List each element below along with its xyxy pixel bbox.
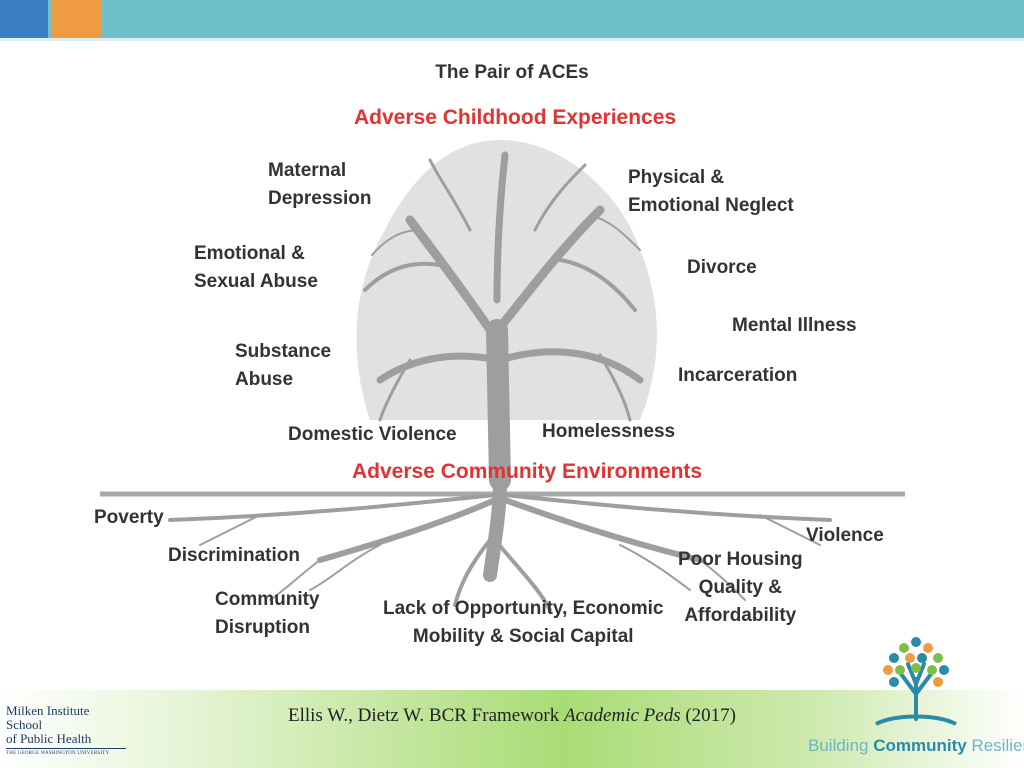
label-divorce: Divorce	[687, 257, 757, 278]
label-discrimination: Discrimination	[168, 545, 300, 566]
milken-logo: Milken Institute School of Public Health…	[6, 704, 126, 756]
label-lack-of-opportunity: Lack of Opportunity, Economic Mobility &…	[383, 598, 664, 647]
label-mental-illness: Mental Illness	[732, 315, 857, 336]
header-square-blue	[0, 0, 48, 38]
community-heading: Adverse Community Environments	[352, 460, 703, 483]
label-community-disruption: Community Disruption	[215, 589, 320, 638]
label-substance-abuse: Substance Abuse	[235, 341, 332, 390]
tree-roots	[168, 473, 832, 612]
label-maternal-depression: Maternal Depression	[268, 160, 372, 209]
label-poverty: Poverty	[94, 507, 164, 528]
tree-canopy	[356, 140, 657, 420]
header-bar	[0, 0, 1024, 38]
tree-branches	[363, 151, 644, 491]
label-domestic-violence: Domestic Violence	[288, 424, 457, 445]
label-physical-emotional-neglect: Physical & Emotional Neglect	[628, 167, 794, 216]
label-emotional-sexual-abuse: Emotional & Sexual Abuse	[194, 243, 318, 292]
childhood-heading: Adverse Childhood Experiences	[354, 106, 677, 129]
label-incarceration: Incarceration	[678, 365, 798, 386]
header-divider	[0, 38, 1024, 41]
citation: Ellis W., Dietz W. BCR Framework Academi…	[287, 705, 737, 726]
footer-band	[0, 690, 1024, 768]
page-title: The Pair of ACEs	[435, 62, 589, 83]
header-square-orange	[52, 0, 101, 38]
label-poor-housing: Poor Housing Quality & Affordability	[678, 549, 803, 626]
label-homelessness: Homelessness	[542, 421, 676, 442]
bcr-wordmark: Building Community Resilience	[808, 736, 1024, 755]
label-violence: Violence	[806, 525, 884, 546]
bcr-tree-logo	[875, 637, 957, 726]
